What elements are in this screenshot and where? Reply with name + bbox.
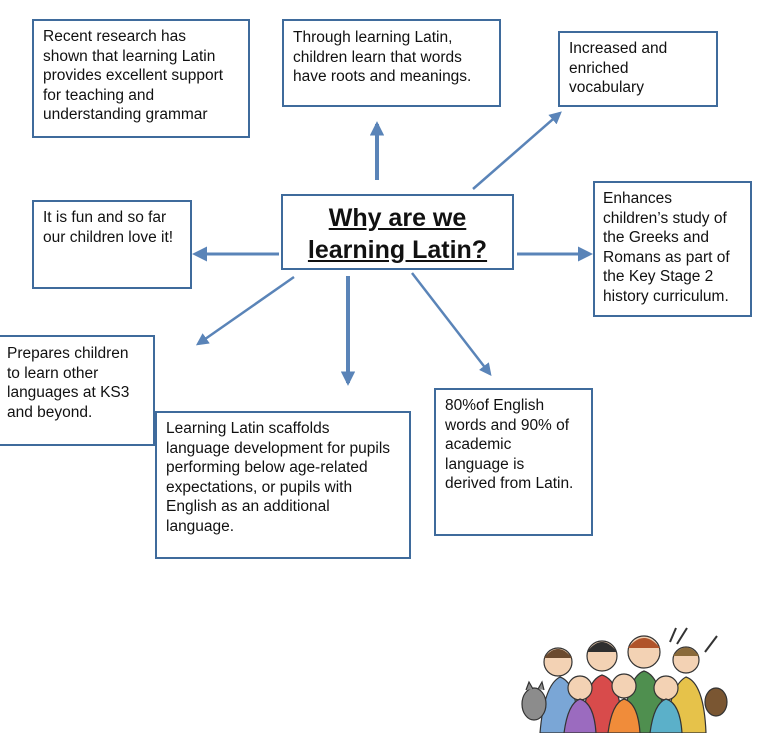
- children-group-illustration: [521, 627, 728, 733]
- research-box: Recent research has shown that learning …: [32, 19, 250, 138]
- greeks-romans-box: Enhances children’s study of the Greeks …: [593, 181, 752, 317]
- vocabulary-box: Increased and enriched vocabulary: [558, 31, 718, 107]
- arrow-down-left: [195, 275, 295, 346]
- central-question-box: Why are we learning Latin?: [281, 194, 514, 270]
- fun-box: It is fun and so far our children love i…: [32, 200, 192, 289]
- roots-box: Through learning Latin, children learn t…: [282, 19, 501, 107]
- scaffold-box: Learning Latin scaffolds language develo…: [155, 411, 411, 559]
- other-languages-box: Prepares children to learn other languag…: [0, 335, 155, 446]
- central-question-line-1: Why are we: [328, 204, 467, 232]
- arrow-up-right: [472, 111, 562, 190]
- english-words-box: 80%of English words and 90% of academic …: [434, 388, 593, 536]
- arrow-down-right: [411, 272, 492, 376]
- central-question-line-2: learning Latin?: [307, 236, 488, 264]
